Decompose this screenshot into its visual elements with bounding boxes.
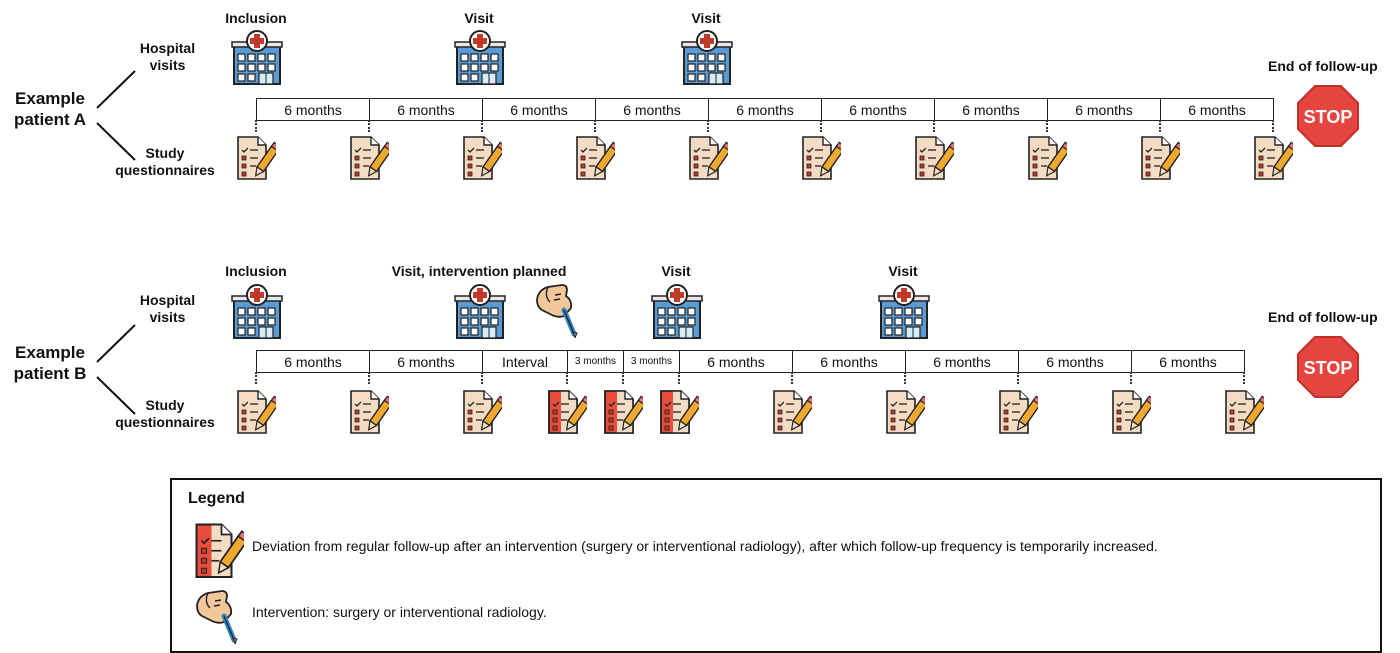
timeline-segment: 6 months <box>369 98 483 121</box>
legend-item-text: Intervention: surgery or interventional … <box>252 604 547 620</box>
questionnaire-icon <box>772 389 818 440</box>
timeline-tick <box>481 372 483 384</box>
timeline-tick <box>707 120 709 132</box>
patient-b-questionnaires-label: Study questionnaires <box>115 397 215 430</box>
questionnaire-icon <box>1140 135 1186 186</box>
patient-a-branch-lines <box>96 70 136 161</box>
questionnaire-icon <box>575 135 621 186</box>
timeline-segment: 6 months <box>256 98 370 121</box>
timeline-segment: 6 months <box>482 98 596 121</box>
questionnaire-icon <box>1111 389 1157 440</box>
timeline-tick <box>1017 372 1019 384</box>
questionnaire-icon <box>998 389 1044 440</box>
questionnaire-icon <box>1253 135 1299 186</box>
stop-sign-icon: STOP <box>1296 335 1360 404</box>
patient-a-questionnaires-label: Study questionnaires <box>115 145 215 178</box>
patient-a-event-label: Visit <box>464 10 494 26</box>
patient-b-hospital-visits-label: Hospital visits <box>139 292 196 325</box>
timeline-tick <box>481 120 483 132</box>
legend: Legend Deviation from regular follow-up … <box>170 478 1382 653</box>
questionnaire-icon <box>1224 389 1270 440</box>
questionnaire-icon <box>914 135 960 186</box>
questionnaire-icon <box>462 135 508 186</box>
hospital-icon <box>454 30 506 91</box>
timeline-tick <box>904 372 906 384</box>
hospital-icon <box>231 30 283 91</box>
hospital-icon <box>454 284 506 345</box>
deviation-questionnaire-icon <box>659 389 705 440</box>
legend-item-text: Deviation from regular follow-up after a… <box>252 538 1158 554</box>
timeline-segment: 6 months <box>1047 98 1161 121</box>
timeline-tick <box>1243 372 1245 384</box>
timeline-segment: 6 months <box>821 98 935 121</box>
patient-b-label: Example patient B <box>13 343 87 383</box>
timeline-tick <box>678 372 680 384</box>
timeline-tick <box>791 372 793 384</box>
timeline-segment: 6 months <box>708 98 822 121</box>
patient-b-event-label: Visit, intervention planned <box>391 263 567 279</box>
timeline-segment: 6 months <box>1018 350 1132 373</box>
questionnaire-icon <box>801 135 847 186</box>
timeline-tick <box>820 120 822 132</box>
timeline-tick <box>368 372 370 384</box>
hospital-icon <box>651 284 703 345</box>
patient-a-event-label: Inclusion <box>225 10 287 26</box>
timeline-tick <box>622 372 624 384</box>
stop-sign-icon: STOP <box>1296 84 1360 153</box>
deviation-questionnaire-icon <box>194 522 251 585</box>
timeline-segment: 6 months <box>369 350 483 373</box>
questionnaire-icon <box>688 135 734 186</box>
timeline-tick <box>1046 120 1048 132</box>
timeline-segment: 6 months <box>792 350 906 373</box>
questionnaire-icon <box>236 135 282 186</box>
timeline-segment: 6 months <box>934 98 1048 121</box>
hospital-icon <box>231 284 283 345</box>
patient-a-end-label: End of follow-up <box>1268 58 1378 74</box>
patient-a-event-label: Visit <box>691 10 721 26</box>
timeline-tick <box>1159 120 1161 132</box>
questionnaire-icon <box>349 135 395 186</box>
timeline-tick <box>566 372 568 384</box>
patient-b-event-label: Inclusion <box>225 263 287 279</box>
patient-b-branch-lines <box>96 324 136 415</box>
timeline-segment: 3 months <box>567 350 624 373</box>
questionnaire-icon <box>236 389 282 440</box>
patient-b-end-label: End of follow-up <box>1268 309 1378 325</box>
timeline-tick <box>933 120 935 132</box>
questionnaire-icon <box>462 389 508 440</box>
legend-title: Legend <box>188 490 245 507</box>
timeline-tick <box>368 120 370 132</box>
timeline-tick <box>1130 372 1132 384</box>
timeline-segment: 6 months <box>1160 98 1274 121</box>
timeline-segment: 6 months <box>905 350 1019 373</box>
timeline-segment: 3 months <box>623 350 680 373</box>
timeline-tick <box>594 120 596 132</box>
patient-a-hospital-visits-label: Hospital visits <box>139 40 196 73</box>
timeline-tick <box>255 120 257 132</box>
svg-text:STOP: STOP <box>1304 358 1353 378</box>
questionnaire-icon <box>885 389 931 440</box>
timeline-segment: 6 months <box>256 350 370 373</box>
questionnaire-icon <box>1027 135 1073 186</box>
questionnaire-icon <box>349 389 395 440</box>
hospital-icon <box>681 30 733 91</box>
timeline-tick <box>255 372 257 384</box>
patient-b-event-label: Visit <box>888 263 918 279</box>
intervention-hand-icon <box>534 282 580 343</box>
timeline-segment: Interval <box>482 350 568 373</box>
deviation-questionnaire-icon <box>603 389 649 440</box>
patient-b-event-label: Visit <box>661 263 691 279</box>
intervention-hand-icon <box>194 588 240 649</box>
patient-a-label: Example patient A <box>13 89 87 129</box>
timeline-segment: 6 months <box>1131 350 1245 373</box>
hospital-icon <box>878 284 930 345</box>
timeline-segment: 6 months <box>595 98 709 121</box>
timeline-tick <box>1272 120 1274 132</box>
timeline-segment: 6 months <box>679 350 793 373</box>
deviation-questionnaire-icon <box>547 389 593 440</box>
svg-text:STOP: STOP <box>1304 107 1353 127</box>
